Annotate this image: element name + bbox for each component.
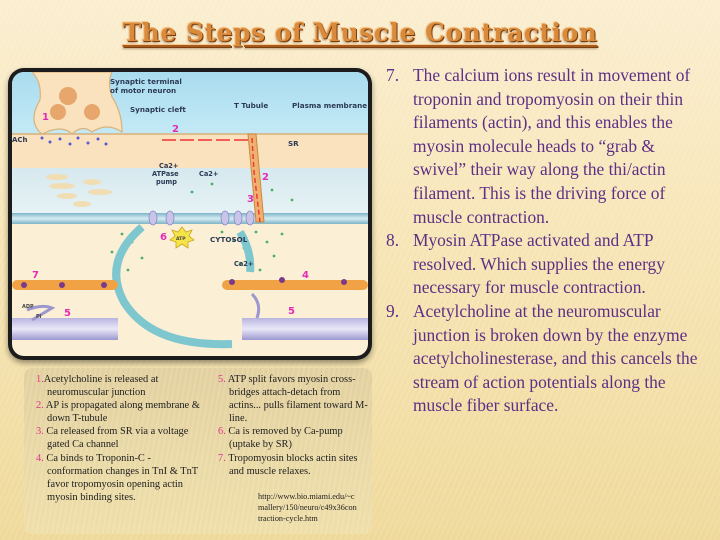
svg-text:2: 2 [262, 172, 269, 183]
list-item: 3. Ca released from SR via a voltage gat… [36, 426, 189, 451]
step-9-text: Acetylcholine at the neuromuscular junct… [413, 300, 698, 416]
list-item: 9. Acetylcholine at the neuromuscular ju… [386, 300, 698, 416]
muscle-contraction-diagram: Synaptic terminal of motor neuron Synapt… [8, 68, 372, 360]
label-synaptic-terminal: Synaptic terminal [110, 77, 182, 86]
list-item: 5. ATP split favors myosin cross-bridges… [218, 374, 368, 425]
list-item: 7. Tropomyosin blocks actin sites and mu… [218, 452, 358, 477]
svg-text:Pi: Pi [36, 314, 42, 320]
list-item: 4. Ca binds to Troponin-C - conformation… [36, 452, 198, 503]
label-t-tubule: T Tubule [234, 101, 268, 110]
svg-text:5: 5 [64, 308, 71, 319]
list-item: 8. Myosin ATPase activated and ATP resol… [386, 230, 665, 298]
svg-text:pump: pump [156, 178, 177, 186]
svg-text:2: 2 [172, 124, 179, 135]
label-plasma-membrane: Plasma membrane [292, 101, 367, 110]
label-synaptic-cleft: Synaptic cleft [130, 105, 186, 114]
diagram-illustration: Synaptic terminal of motor neuron Synapt… [12, 72, 368, 356]
svg-text:3: 3 [247, 194, 254, 205]
caption-list-right: 5. ATP split favors myosin cross-bridges… [218, 373, 368, 478]
slide-title: The Steps of Muscle Contraction [122, 18, 598, 47]
label-atpase-pump: ATPase [152, 170, 179, 178]
caption-list-left: 1.Acetylcholine is released at neuromusc… [36, 373, 206, 504]
svg-text:4: 4 [302, 270, 309, 281]
list-item: 7. The calcium ions result in movement o… [386, 65, 691, 227]
main-steps-list: 7. The calcium ions result in movement o… [380, 64, 712, 418]
svg-text:1: 1 [42, 112, 49, 123]
svg-text:6: 6 [160, 232, 167, 243]
svg-text:7: 7 [32, 270, 39, 281]
svg-text:ATP: ATP [176, 236, 186, 242]
svg-text:ADP: ADP [22, 304, 34, 310]
svg-text:Ca2+: Ca2+ [159, 162, 178, 170]
svg-text:Ca2+: Ca2+ [234, 260, 253, 268]
step-8-text: Myosin ATPase activated and ATP resolved… [413, 230, 665, 298]
list-item: 6. Ca is removed by Ca-pump (uptake by S… [218, 426, 343, 451]
svg-text:Ca2+: Ca2+ [199, 170, 218, 178]
source-url: http://www.bio.miami.edu/~cmallery/150/n… [258, 492, 357, 523]
svg-text:5: 5 [288, 306, 295, 317]
label-cytosol: CYTOSOL [210, 235, 248, 244]
label-ach: ACh [12, 136, 28, 144]
list-item: 2. AP is propagated along membrane & dow… [36, 400, 200, 425]
list-item: 1.Acetylcholine is released at neuromusc… [36, 374, 159, 399]
svg-text:of motor neuron: of motor neuron [110, 86, 176, 95]
caption-panel [24, 368, 372, 534]
step-7-text: The calcium ions result in movement of t… [413, 65, 691, 227]
label-sr: SR [288, 139, 299, 148]
